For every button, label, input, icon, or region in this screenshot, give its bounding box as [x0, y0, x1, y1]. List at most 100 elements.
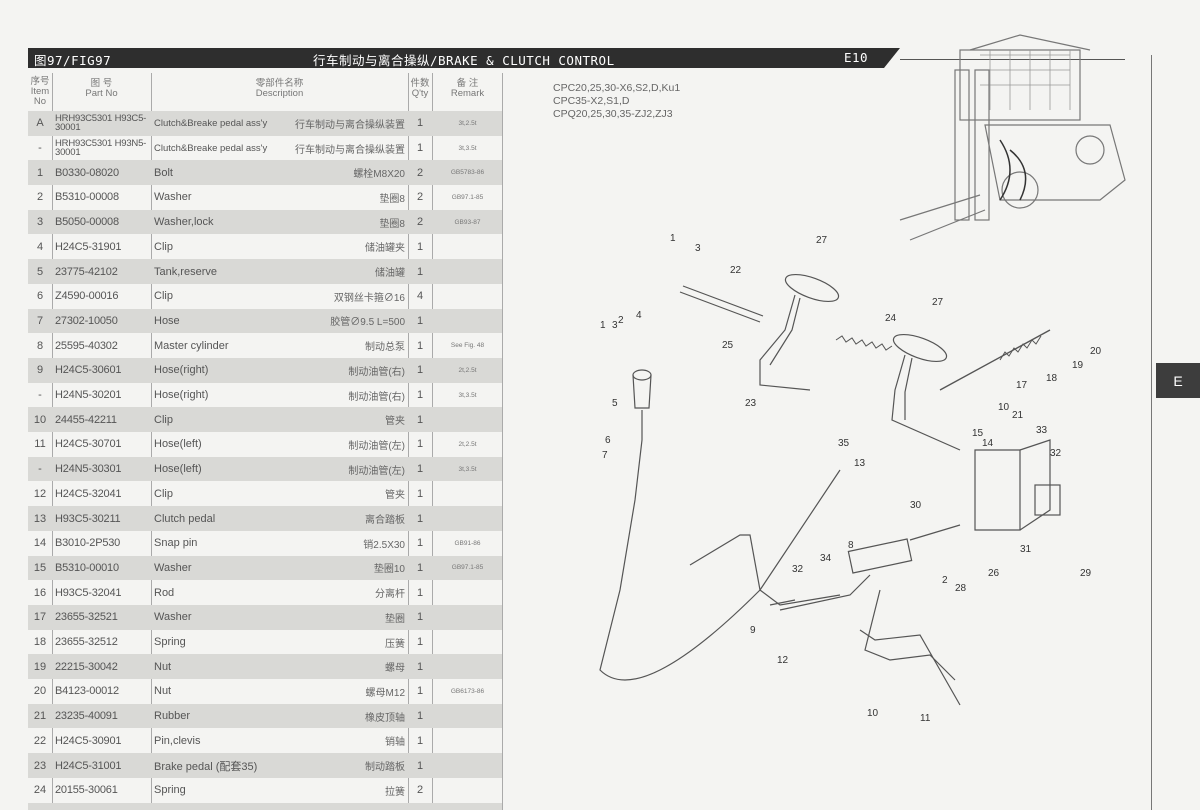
- row-item-no: 1: [36, 166, 44, 179]
- row-desc-cn: 垫圈8: [379, 218, 405, 230]
- col-part-cn: 图 号: [90, 78, 113, 89]
- callout-number: 6: [605, 435, 611, 446]
- row-item-no: 20: [33, 685, 47, 698]
- row-remark: [433, 778, 502, 803]
- row-remark: [433, 284, 502, 309]
- row-desc-cn: 螺母: [385, 663, 405, 675]
- row-item-no: 19: [33, 660, 47, 673]
- figure-header-bar: 图97/FIG97 行车制动与离合操纵/BRAKE & CLUTCH CONTR…: [28, 48, 900, 68]
- row-qty: 1: [416, 314, 424, 327]
- row-part-no: HRH93C5301 H93N5-30001: [55, 138, 147, 159]
- col-divider: [408, 73, 409, 810]
- section-code: E10: [844, 50, 869, 65]
- col-divider: [502, 73, 503, 810]
- row-desc-cn: 行车制动与离合操纵装置: [295, 119, 405, 131]
- row-desc-cn: 制动油管(左): [348, 440, 405, 452]
- row-description: Fitting油杯M1OX1: [152, 803, 407, 810]
- col-item-en2: No: [33, 96, 47, 107]
- row-item-no: 7: [36, 314, 44, 327]
- row-desc-en: Washer: [154, 191, 192, 204]
- callout-number: 15: [972, 428, 984, 439]
- row-qty: 2: [416, 191, 424, 204]
- callout-number: 5: [612, 398, 618, 409]
- row-remark: See Fig. 48: [450, 342, 485, 350]
- row-qty: 1: [416, 463, 424, 476]
- callout-number: 27: [932, 297, 944, 308]
- row-desc-en: Clip: [154, 240, 173, 253]
- row-remark: [433, 259, 502, 284]
- row-remark: [433, 309, 502, 334]
- row-qty: 1: [409, 803, 431, 810]
- row-part-no: 23775-42102: [55, 265, 118, 278]
- figure-title: 行车制动与离合操纵/BRAKE & CLUTCH CONTROL: [313, 53, 615, 68]
- row-qty: 1: [416, 561, 424, 574]
- row-item-no: 22: [33, 734, 47, 747]
- row-desc-en: Hose(left): [154, 463, 202, 476]
- row-qty: 1: [416, 537, 424, 550]
- row-part-no: H93C5-30211: [55, 512, 121, 525]
- callout-number: 4: [636, 310, 642, 321]
- row-part-no: B4123-00012: [55, 685, 119, 698]
- row-qty: 1: [416, 487, 424, 500]
- forklift-illustration: [899, 34, 1126, 241]
- callout-number: 13: [854, 458, 866, 469]
- row-item-no: 21: [33, 710, 47, 723]
- row-part-no: 72543-24019: [53, 803, 150, 810]
- col-divider: [52, 73, 53, 810]
- row-remark: 3t,3.5t: [458, 144, 477, 152]
- callout-number: 14: [982, 438, 994, 449]
- row-qty: 1: [416, 759, 424, 772]
- row-item-no: -: [38, 142, 42, 155]
- row-item-no: 10: [33, 413, 47, 426]
- row-desc-cn: 分离杆: [375, 589, 405, 601]
- row-part-no: H24N5-30301: [55, 463, 122, 476]
- row-item-no: 25: [28, 803, 52, 810]
- callout-number: 27: [816, 235, 828, 246]
- row-qty: 1: [416, 685, 424, 698]
- row-part-no: 22215-30042: [55, 660, 118, 673]
- row-desc-en: Washer: [154, 611, 192, 624]
- col-desc-cn: 零部件名称: [255, 78, 304, 89]
- row-desc-en: Pin,clevis: [154, 734, 201, 747]
- row-desc-en: Clutch pedal: [154, 512, 216, 525]
- row-remark: GB93-87: [454, 218, 481, 226]
- row-desc-cn: 双钢丝卡箍∅16: [333, 292, 405, 304]
- row-remark: [433, 654, 502, 679]
- row-desc-en: Clutch&Breake pedal ass'y: [154, 117, 268, 129]
- row-remark: GB6173-86: [450, 687, 485, 695]
- row-item-no: A: [36, 117, 44, 130]
- callout-number: 9: [750, 625, 756, 636]
- row-item-no: 17: [33, 611, 47, 624]
- row-desc-en: Fitting: [154, 809, 184, 810]
- col-qty-header: 件数 Q'ty: [409, 79, 431, 99]
- row-remark: [433, 506, 502, 531]
- callout-number: 17: [1016, 380, 1028, 391]
- row-part-no: H93C5-32041: [55, 586, 122, 599]
- row-remark: 3t,2.5t: [458, 119, 477, 127]
- col-rem-cn: 备 注: [456, 78, 479, 89]
- row-qty: 2: [416, 216, 424, 229]
- row-desc-en: Clip: [154, 413, 173, 426]
- table-column-headers: 序号 Item No 图 号 Part No 零部件名称 Description…: [28, 73, 502, 111]
- row-description: Hose(right)制动油管(右): [152, 383, 407, 408]
- callout-number: 24: [885, 313, 897, 324]
- row-qty: 1: [416, 512, 424, 525]
- row-desc-en: Spring: [154, 784, 186, 797]
- model-line: CPQ20,25,30,35-ZJ2,ZJ3: [553, 108, 673, 120]
- row-desc-en: Tank,reserve: [154, 265, 217, 278]
